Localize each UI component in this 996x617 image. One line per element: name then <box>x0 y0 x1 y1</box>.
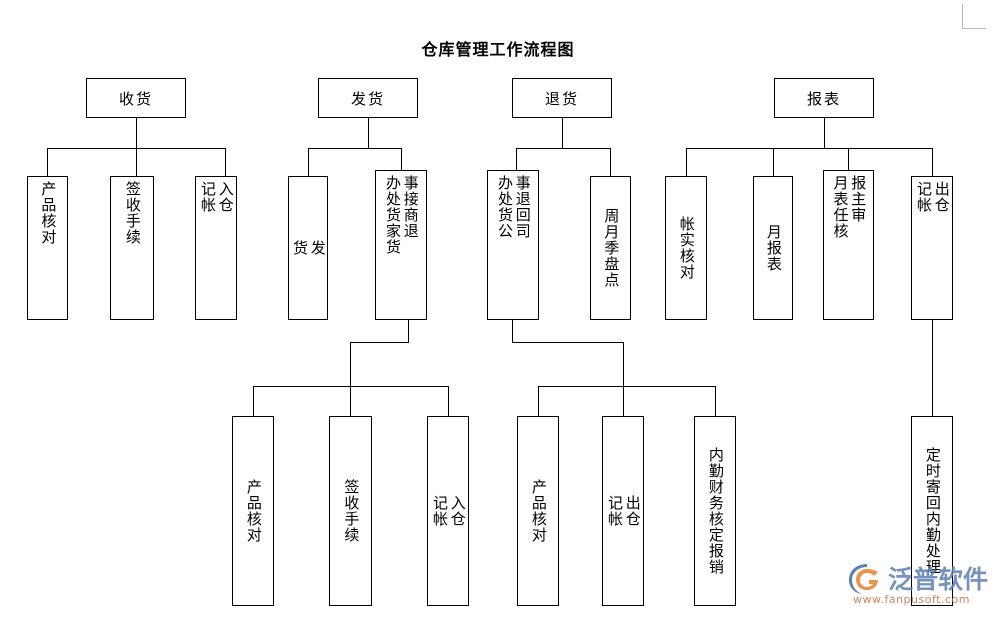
node-label: 帐实核对 <box>677 216 696 280</box>
node-account-stock-check[interactable]: 帐实核对 <box>665 176 707 320</box>
node-label-col-right: 报主审 <box>849 175 868 223</box>
node-label: 产品核对 <box>244 479 263 543</box>
node-label: 周月季盘点 <box>602 208 621 288</box>
edge-stem-merchant-return-b <box>350 342 351 386</box>
edge-drop-receiving-1 <box>47 148 48 176</box>
edge-bar-company-return <box>538 386 715 387</box>
node-shipping[interactable]: 发货 <box>318 78 418 118</box>
node-product-check-receiving[interactable]: 产品核对 <box>27 176 68 320</box>
node-receiving[interactable]: 收货 <box>86 78 186 118</box>
node-label: 报表 <box>806 89 841 108</box>
node-label: 发 货 <box>291 240 327 256</box>
node-scheduled-mail-to-office[interactable]: 定时寄回内勤处理 <box>911 416 953 606</box>
edge-jog-merchant-return <box>350 342 409 343</box>
edge-drop-receiving-2 <box>136 148 137 176</box>
node-finance-reimbursement[interactable]: 内勤财务核定报销 <box>694 416 736 606</box>
edge-drop-returns-2 <box>610 148 611 176</box>
node-label-col-left: 月表任核 <box>831 175 850 239</box>
edge-drop-merchant-3 <box>448 386 449 416</box>
edge-drop-company-2 <box>623 386 624 416</box>
edge-drop-returns-1 <box>516 148 517 176</box>
edge-drop-shipping-2 <box>401 148 402 176</box>
node-product-check-company[interactable]: 产品核对 <box>517 416 559 606</box>
edge-bar-reports <box>686 148 933 149</box>
node-label: 退货 <box>544 89 579 108</box>
node-label: 产品核对 <box>529 479 548 543</box>
node-label: 内勤财务核定报销 <box>706 447 725 575</box>
node-label: 入仓 记帐 <box>199 181 235 213</box>
edge-drop-reports-2 <box>773 148 774 176</box>
edge-stem-returns <box>562 118 563 148</box>
node-label: 产品核对 <box>39 181 58 245</box>
node-inbound-record-merchant[interactable]: 入仓 记帐 <box>427 416 469 606</box>
node-label: 定时寄回内勤处理 <box>923 447 942 575</box>
edge-stem-outbound-to-mail <box>932 320 933 416</box>
edge-stem-company-return-b <box>623 342 624 386</box>
node-label-col-right: 事接商退 <box>401 175 420 239</box>
node-outbound-record-company[interactable]: 出仓 记帐 <box>602 416 644 606</box>
node-outbound-record-reports[interactable]: 出仓 记帐 <box>911 176 953 320</box>
fanpu-logo-icon <box>849 564 878 594</box>
node-handle-company-return[interactable]: 事退回司 办处货公 <box>487 170 539 320</box>
node-label: 收货 <box>118 89 153 108</box>
edge-bar-returns <box>516 148 611 149</box>
node-signoff-procedure-receiving[interactable]: 签收手续 <box>110 176 154 320</box>
node-label-col-left: 办处货家货 <box>384 175 402 255</box>
edge-stem-merchant-return-a <box>408 320 409 342</box>
edge-drop-receiving-3 <box>225 148 226 176</box>
page-title: 仓库管理工作流程图 <box>421 40 575 59</box>
node-label-col-right: 事退回司 <box>513 175 532 239</box>
node-report-supervisor-review[interactable]: 报主审 月表任核 <box>823 170 874 320</box>
node-label: 入仓 记帐 <box>431 495 467 527</box>
node-label: 出仓 记帐 <box>915 181 951 213</box>
edge-drop-merchant-1 <box>253 386 254 416</box>
edge-jog-company-return <box>512 342 624 343</box>
edge-stem-reports <box>824 118 825 148</box>
node-reports[interactable]: 报表 <box>774 78 874 118</box>
node-label: 签收手续 <box>123 181 142 245</box>
node-label: 月报表 <box>764 224 783 272</box>
node-label: 签收手续 <box>342 479 361 543</box>
edge-bar-shipping <box>308 148 402 149</box>
node-returns[interactable]: 退货 <box>512 78 612 118</box>
edge-stem-receiving <box>136 118 137 148</box>
node-product-check-merchant[interactable]: 产品核对 <box>232 416 274 606</box>
node-monthly-report[interactable]: 月报表 <box>753 176 793 320</box>
node-periodic-stocktaking[interactable]: 周月季盘点 <box>590 176 631 320</box>
edge-drop-company-3 <box>715 386 716 416</box>
edge-drop-merchant-2 <box>350 386 351 416</box>
edge-drop-shipping-1 <box>308 148 309 176</box>
node-label: 发货 <box>350 89 385 108</box>
node-ship-goods[interactable]: 发 货 <box>288 176 328 320</box>
edge-stem-shipping <box>368 118 369 148</box>
node-inbound-record-receiving[interactable]: 入仓 记帐 <box>195 176 237 320</box>
node-label: 出仓 记帐 <box>606 495 642 527</box>
edge-drop-company-1 <box>538 386 539 416</box>
edge-stem-company-return-a <box>512 320 513 342</box>
node-signoff-procedure-merchant[interactable]: 签收手续 <box>329 416 372 606</box>
node-handle-merchant-return[interactable]: 事接商退 办处货家货 <box>375 170 427 320</box>
node-label-col-left: 办处货公 <box>496 175 514 239</box>
edge-drop-reports-3 <box>848 148 849 176</box>
edge-drop-reports-1 <box>686 148 687 176</box>
edge-drop-reports-4 <box>932 148 933 176</box>
